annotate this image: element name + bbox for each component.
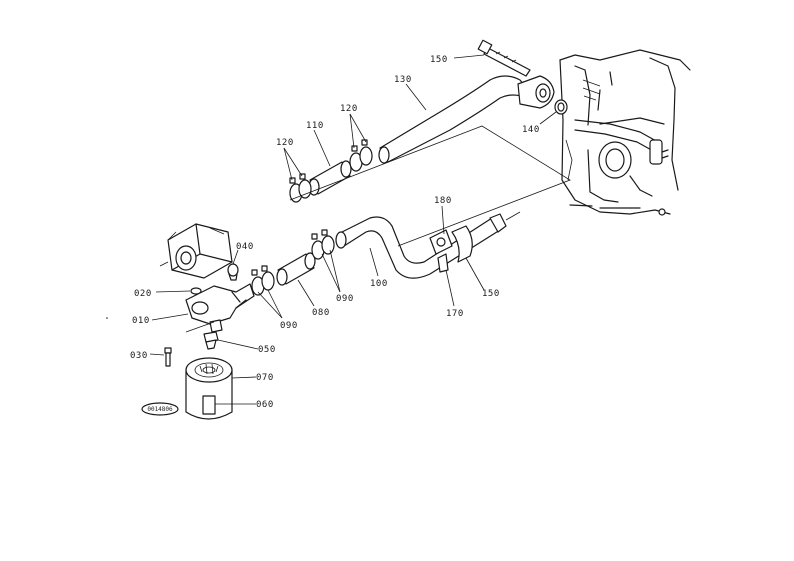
part-020-o-ring: [190, 287, 202, 295]
callout-070: 070: [256, 373, 274, 383]
part-050-fitting: [203, 331, 219, 350]
callout-080: 080: [312, 308, 330, 318]
stray-mark: [106, 317, 108, 319]
part-110-hose-upper: [308, 160, 352, 196]
part-180-banjo-bolt-lower: [429, 229, 453, 255]
callout-150-top: 150: [430, 55, 448, 65]
callout-090-right: 090: [336, 294, 354, 304]
part-150-bracket-lower: [451, 225, 473, 263]
part-030-bolt: [164, 347, 172, 367]
transmission-housing: [559, 49, 691, 216]
callout-170: 170: [446, 309, 464, 319]
callout-110: 110: [306, 121, 324, 131]
phantom-lines: [289, 125, 571, 247]
hydraulic-pump: [159, 223, 233, 279]
callout-150-lower: 150: [482, 289, 500, 299]
callout-labels: 150 130 140 120 110 120 180 100 170 150 …: [130, 55, 540, 410]
leader-lines: [149, 54, 557, 405]
callout-090-left: 090: [280, 321, 298, 331]
part-120-clamps-upper: [289, 139, 373, 203]
stamp-text: 0014806: [147, 406, 173, 413]
part-010-filter-bracket: [185, 283, 255, 333]
part-150-banjo-bolt-top: [477, 39, 531, 77]
part-080-hose-lower: [276, 252, 316, 286]
part-090-clamps-lower: [251, 229, 335, 296]
callout-020: 020: [134, 289, 152, 299]
callout-100: 100: [370, 279, 388, 289]
part-140-o-ring: [554, 99, 568, 115]
part-170-clip: [437, 253, 449, 273]
callout-120-right: 120: [340, 104, 358, 114]
callout-010: 010: [132, 316, 150, 326]
callout-130: 130: [394, 75, 412, 85]
part-040-plug: [227, 263, 239, 281]
part-070-oil-filter: [185, 357, 233, 420]
callout-120-left: 120: [276, 138, 294, 148]
callout-050: 050: [258, 345, 276, 355]
callout-060: 060: [256, 400, 274, 410]
callout-040: 040: [236, 242, 254, 252]
callout-030: 030: [130, 351, 148, 361]
part-100-lower-pipe: [335, 211, 521, 279]
part-130-upper-pipe: [378, 75, 555, 164]
callout-140: 140: [522, 125, 540, 135]
callout-180: 180: [434, 196, 452, 206]
kubota-stamp: 0014806: [141, 402, 179, 416]
